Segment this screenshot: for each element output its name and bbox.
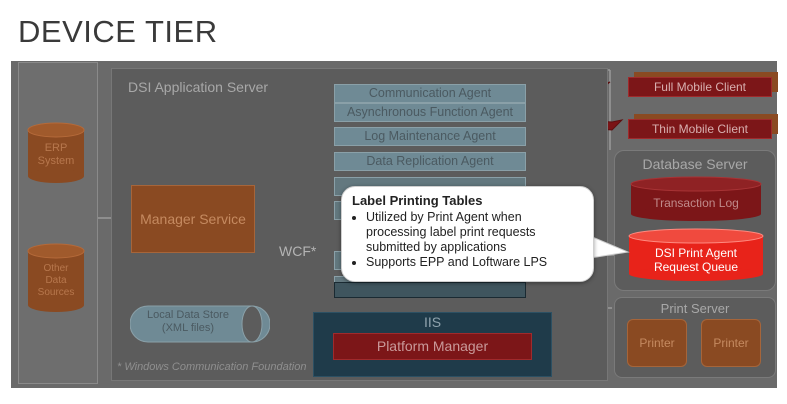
data-replication-agent[interactable]: Data Replication Agent bbox=[334, 152, 526, 171]
erp-system-cylinder bbox=[27, 122, 85, 183]
transaction-log-label: Transaction Log bbox=[653, 196, 739, 210]
erp-system-label: ERP System bbox=[37, 142, 75, 167]
communication-agent[interactable]: Communication Agent bbox=[334, 84, 526, 103]
full-mobile-client[interactable]: Full Mobile Client bbox=[628, 77, 772, 97]
callout-bullet: Supports EPP and Loftware LPS bbox=[366, 255, 583, 270]
iis-label: IIS bbox=[423, 314, 442, 330]
printer-1[interactable]: Printer bbox=[627, 319, 687, 367]
label-printing-callout: Label Printing Tables Utilized by Print … bbox=[341, 186, 594, 282]
callout-title: Label Printing Tables bbox=[352, 193, 483, 208]
transaction-log-cylinder bbox=[630, 176, 762, 221]
app-server-label: DSI Application Server bbox=[128, 79, 269, 95]
print-queue-cylinder bbox=[628, 228, 764, 281]
platform-manager-label: Platform Manager bbox=[376, 338, 489, 354]
database-server-label: Database Server bbox=[642, 156, 748, 172]
manager-service[interactable]: Manager Service bbox=[131, 185, 255, 253]
thin-mobile-client-label: Thin Mobile Client bbox=[651, 122, 749, 136]
callout-bullet: Utilized by Print Agent when processing … bbox=[366, 210, 583, 255]
full-mobile-client-label: Full Mobile Client bbox=[653, 80, 747, 94]
other-data-sources-label: Other Data Sources bbox=[37, 263, 75, 298]
printer-2-label: Printer bbox=[713, 336, 749, 350]
local-data-store-shape bbox=[130, 305, 270, 343]
data-sources-column bbox=[18, 62, 98, 384]
agent-row-9 bbox=[334, 282, 526, 298]
local-data-store-label: Local Data Store (XML files) bbox=[147, 309, 229, 334]
print-server-label: Print Server bbox=[660, 301, 730, 316]
page-title: DEVICE TIER bbox=[18, 14, 218, 49]
footnote: * Windows Communication Foundation bbox=[117, 361, 307, 373]
platform-manager[interactable]: Platform Manager bbox=[333, 333, 532, 360]
wcf-label: WCF* bbox=[279, 243, 317, 259]
async-function-agent[interactable]: Asynchronous Function Agent bbox=[334, 103, 526, 122]
printer-1-label: Printer bbox=[639, 336, 675, 350]
thin-mobile-client[interactable]: Thin Mobile Client bbox=[628, 119, 772, 139]
log-maintenance-agent[interactable]: Log Maintenance Agent bbox=[334, 127, 526, 146]
print-queue-label[interactable]: DSI Print Agent Request Queue bbox=[653, 246, 739, 274]
other-data-sources-cylinder bbox=[27, 243, 85, 312]
printer-2[interactable]: Printer bbox=[701, 319, 761, 367]
manager-service-label: Manager Service bbox=[140, 211, 246, 227]
callout-bullets: Utilized by Print Agent when processing … bbox=[352, 210, 583, 270]
